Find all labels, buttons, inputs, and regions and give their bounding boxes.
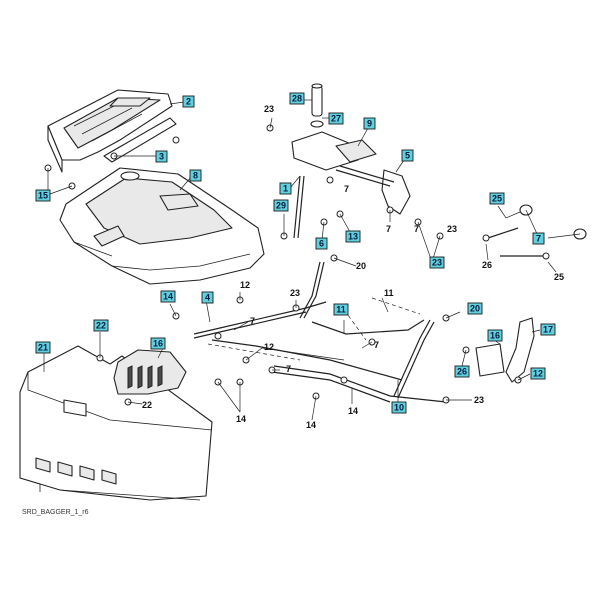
label-23-top: 23 [264,104,274,114]
callout-16-right: 16 [487,329,503,342]
callout-29: 29 [273,199,289,212]
grass-bag [19,345,213,501]
callout-28: 28 [289,92,305,105]
label-7-a: 7 [344,184,349,194]
callout-6: 6 [315,237,328,250]
diagram-reference: SRD_BAGGER_1_r6 [22,509,89,516]
callout-2: 2 [182,95,195,108]
callout-14-boxed: 14 [160,290,176,303]
svg-text:25: 25 [492,194,502,204]
label-23-low: 23 [474,395,484,405]
callout-27: 27 [328,112,344,125]
right-small-parts [482,204,587,260]
svg-text:28: 28 [292,94,302,104]
callout-22-boxed: 22 [93,319,109,332]
label-26-right: 26 [482,260,492,270]
svg-text:8: 8 [193,171,198,181]
svg-text:13: 13 [348,232,358,242]
label-7-c: 7 [414,224,419,234]
label-7-mid: 7 [250,316,255,326]
fasteners [44,124,522,406]
svg-text:23: 23 [432,258,442,268]
callout-7-boxed: 7 [532,232,545,245]
label-7-low: 7 [286,364,291,374]
callout-10: 10 [391,401,407,414]
callout-25-boxed: 25 [489,192,505,205]
callout-17: 17 [540,323,556,336]
svg-text:1: 1 [283,184,288,194]
label-7-b: 7 [386,224,391,234]
label-23-mid: 23 [290,288,300,298]
label-25-right: 25 [554,272,564,282]
label-22-low: 22 [142,400,152,410]
svg-text:9: 9 [367,119,372,129]
label-12-top: 12 [240,280,250,290]
callout-23-boxed: 23 [429,256,445,269]
callout-20-boxed: 20 [467,302,483,315]
svg-text:17: 17 [543,325,553,335]
label-23-right: 23 [447,224,457,234]
svg-text:22: 22 [96,321,106,331]
svg-text:11: 11 [336,305,346,315]
svg-text:4: 4 [205,293,210,303]
svg-text:16: 16 [153,339,163,349]
left-bracket-plate [113,349,187,395]
label-20-top: 20 [356,261,366,271]
svg-text:2: 2 [186,97,191,107]
label-11-top: 11 [384,288,394,298]
callout-labels: 2 3 15 8 28 27 9 5 1 29 6 13 23 25 7 14 … [35,92,564,430]
svg-text:6: 6 [319,239,324,249]
lower-frame [193,261,535,403]
callout-9: 9 [363,117,376,130]
svg-text:10: 10 [394,403,404,413]
callout-15: 15 [35,189,51,202]
svg-text:12: 12 [533,369,543,379]
callout-4: 4 [201,291,214,304]
callout-3: 3 [155,150,168,163]
svg-text:29: 29 [276,201,286,211]
label-7-right: 7 [374,340,379,350]
callout-8: 8 [189,169,202,182]
svg-text:3: 3 [159,152,164,162]
callout-1: 1 [279,182,292,195]
svg-text:14: 14 [163,292,173,302]
callout-13: 13 [345,230,361,243]
chute-top-cover [47,89,177,173]
svg-text:15: 15 [38,191,48,201]
svg-text:16: 16 [490,331,500,341]
svg-text:7: 7 [536,234,541,244]
svg-text:20: 20 [470,304,480,314]
label-12-mid: 12 [264,342,274,352]
svg-text:21: 21 [38,343,48,353]
svg-text:5: 5 [405,151,410,161]
bagger-hood [59,167,265,285]
callout-26-boxed: 26 [454,365,470,378]
callout-16-left: 16 [150,337,166,350]
callout-21: 21 [35,341,51,354]
callout-11-boxed: 11 [333,303,349,316]
label-14-left: 14 [236,414,246,424]
label-14-mid: 14 [348,406,358,416]
callout-5: 5 [401,149,414,162]
svg-text:26: 26 [457,367,467,377]
callout-12-boxed: 12 [530,367,546,380]
upper-linkage [291,83,411,239]
label-14-low: 14 [306,420,316,430]
svg-text:27: 27 [331,114,341,124]
